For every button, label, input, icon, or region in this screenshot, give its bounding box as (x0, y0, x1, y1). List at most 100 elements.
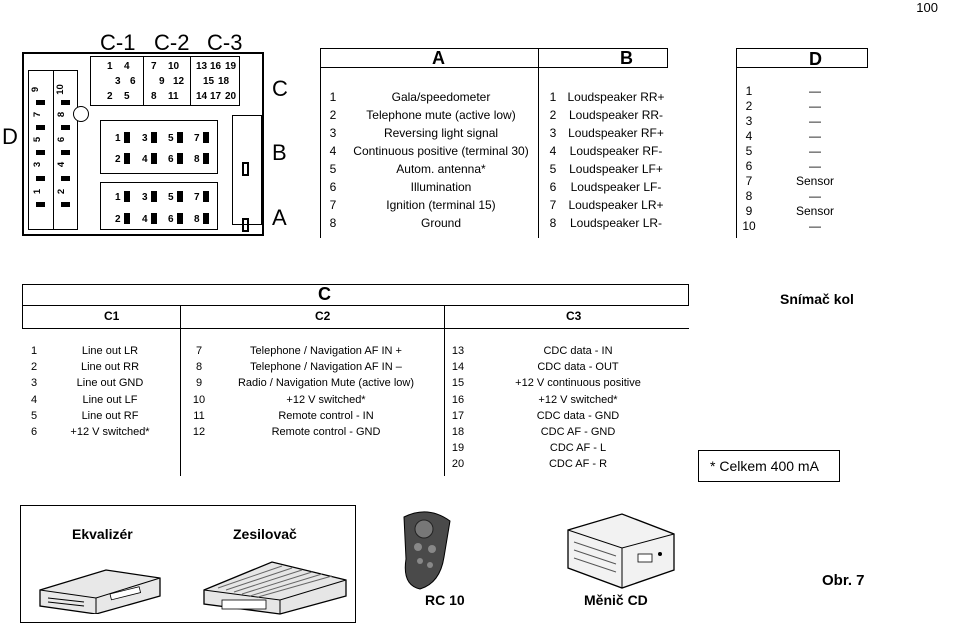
pin-label: 1 (107, 61, 113, 72)
pin-number: 3 (549, 126, 557, 140)
pin-label: 8 (194, 214, 200, 225)
pin-number: 16 (451, 393, 465, 406)
pin-number: 9 (745, 204, 753, 218)
pin-number: 10 (192, 393, 206, 406)
pin-function: Loudspeaker RR+ (567, 90, 665, 104)
pin-number: 8 (195, 361, 203, 374)
pin-contact (61, 176, 70, 181)
pin-label: 6 (130, 76, 136, 87)
pin-number: 5 (549, 162, 557, 176)
pin-label: 6 (56, 136, 68, 143)
pin-function: Sensor (795, 204, 835, 218)
divider (53, 70, 54, 230)
side-letter-d: D (2, 124, 18, 149)
pin-label: 13 (196, 61, 208, 72)
pin-number: 14 (451, 361, 465, 374)
pin-number: 4 (549, 144, 557, 158)
sub-header-c3: C3 (566, 309, 582, 323)
pin-contact (203, 213, 209, 224)
table-row: 3 Loudspeaker RF+ (540, 124, 666, 142)
pin-label: 2 (56, 188, 68, 195)
pin-function: — (809, 129, 821, 143)
total-note: * Celkem 400 mA (710, 458, 819, 474)
pin-number: 3 (30, 377, 38, 390)
pin-number: 1 (30, 345, 38, 357)
group-label-c2: C-2 (154, 30, 190, 55)
pin-contact (151, 213, 157, 224)
pin-number: 15 (451, 377, 465, 390)
pin-function: Radio / Navigation Mute (active low) (237, 377, 415, 390)
pin-function: — (809, 159, 821, 173)
row-letter-c: C (272, 76, 288, 101)
sensor-label: Snímač kol (780, 291, 854, 307)
pin-number: 7 (745, 174, 753, 188)
equalizer-image (39, 569, 161, 614)
slot (242, 162, 249, 176)
row-letter-a: A (272, 205, 287, 230)
divider (22, 328, 689, 329)
group-label-c3: C-3 (207, 30, 243, 55)
pin-label: 3 (142, 133, 148, 144)
pin-function: +12 V continuous positive (515, 377, 641, 390)
pin-function: CDC AF - GND (540, 426, 616, 438)
header-a: A (432, 48, 445, 68)
divider (538, 48, 539, 238)
header-d: D (809, 49, 822, 69)
pin-number: 6 (549, 180, 557, 194)
pin-label: 6 (168, 154, 174, 165)
pin-label: 7 (194, 192, 200, 203)
pin-number: 13 (451, 345, 465, 357)
pin-number: 1 (329, 90, 337, 104)
pin-function: — (809, 84, 821, 98)
table-row: 6 Loudspeaker LF- (540, 178, 666, 196)
pin-contact (36, 100, 45, 105)
pin-label: 7 (194, 133, 200, 144)
changer-label: Měnič CD (584, 592, 648, 608)
pin-contact (36, 176, 45, 181)
pin-label: 12 (173, 76, 185, 87)
pin-function: Loudspeaker LF- (570, 180, 662, 194)
pin-function: CDC data - IN (543, 345, 613, 357)
slot (242, 218, 249, 232)
pin-contact (151, 132, 157, 143)
pin-function: Loudspeaker RF+ (568, 126, 664, 140)
pin-function: Loudspeaker LR- (569, 216, 663, 230)
row-letter-b: B (272, 140, 287, 165)
pin-function: Reversing light signal (383, 126, 499, 140)
pin-number: 2 (745, 99, 753, 113)
pin-label: 8 (194, 154, 200, 165)
pin-function: Autom. antenna* (396, 162, 486, 176)
sub-header-c1: C1 (104, 309, 120, 323)
header-c: C (318, 284, 331, 304)
connector-b-block (100, 120, 218, 174)
pin-function: Ignition (terminal 15) (386, 198, 496, 212)
pin-number: 3 (329, 126, 337, 140)
pin-label: 2 (115, 154, 121, 165)
pin-label: 9 (159, 76, 165, 87)
pin-label: 8 (56, 111, 68, 118)
pin-function: CDC AF - R (548, 458, 608, 471)
pin-function: Telephone mute (active low) (366, 108, 516, 122)
pin-number: 1 (745, 84, 753, 98)
amplifier-label: Zesilovač (233, 526, 297, 542)
total-note-box (698, 450, 840, 482)
pin-number: 4 (329, 144, 337, 158)
pin-label: 16 (210, 61, 222, 72)
page-number: 100 (916, 0, 938, 15)
pin-number: 5 (745, 144, 753, 158)
header-b: B (620, 48, 633, 68)
pin-label: 19 (225, 61, 237, 72)
devices-box (20, 505, 356, 623)
pin-label: 1 (115, 192, 121, 203)
pin-contact (177, 213, 183, 224)
pin-contact (203, 191, 209, 202)
pin-number: 12 (192, 426, 206, 438)
